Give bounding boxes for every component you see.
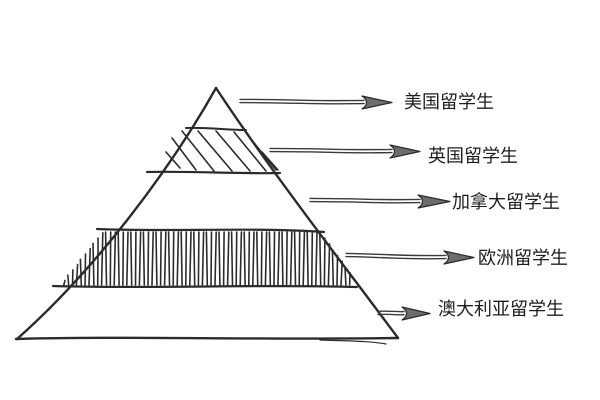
arrow-shaft xyxy=(309,197,421,201)
hatch-line xyxy=(62,279,66,286)
hatch-line xyxy=(189,231,192,286)
hatch-line xyxy=(79,258,83,286)
arrow-head xyxy=(417,194,451,209)
hatch-line xyxy=(327,243,331,286)
tier-label-uk: 英国留学生 xyxy=(428,146,518,167)
hatch-line xyxy=(336,254,339,286)
hatch-line xyxy=(314,231,318,286)
hatch-line xyxy=(302,231,306,286)
tier-bands xyxy=(51,126,359,289)
hatch-line xyxy=(264,231,268,286)
hatch-line xyxy=(255,231,259,286)
tier-label-australia: 澳大利亚留学生 xyxy=(438,299,564,320)
hatch-line xyxy=(104,231,108,286)
arrow-head xyxy=(401,306,431,321)
hatch-line xyxy=(277,231,281,286)
hatch-line xyxy=(310,231,314,286)
hatch-line xyxy=(130,231,133,286)
hatch-line xyxy=(260,231,263,286)
arrow-right-icon xyxy=(239,95,393,110)
tier-label-usa: 美国留学生 xyxy=(404,92,494,113)
hatch-line xyxy=(193,231,196,286)
hatch-line xyxy=(151,231,154,286)
arrow-shaft xyxy=(269,147,393,151)
hatch-line xyxy=(201,231,205,286)
hatch-line xyxy=(138,231,142,286)
hatch-line xyxy=(113,231,117,286)
hatch-line xyxy=(163,231,167,286)
arrow-right-icon xyxy=(377,306,431,321)
arrow-head xyxy=(361,95,393,110)
hatch-line xyxy=(226,231,230,286)
arrow-shaft xyxy=(345,252,447,257)
hatch-line xyxy=(268,231,272,286)
hatch-line xyxy=(252,231,255,286)
hatch-line xyxy=(180,231,183,286)
hatch-line xyxy=(298,231,301,286)
hatch-line xyxy=(248,231,251,286)
hatch-line xyxy=(126,231,129,286)
hatch-line xyxy=(235,231,238,286)
hatch-line xyxy=(293,231,297,286)
hatch-line xyxy=(239,231,243,286)
arrow-shaft xyxy=(239,98,365,102)
hatch-line xyxy=(147,231,150,286)
tier-labels: 美国留学生 英国留学生 加拿大留学生 欧洲留学生 澳大利亚留学生 xyxy=(404,92,568,320)
hatch-line xyxy=(159,231,162,286)
hatch-line xyxy=(218,231,221,286)
arrow-shaft xyxy=(239,101,365,105)
arrow-right-icon xyxy=(309,194,451,209)
arrow-right-icon xyxy=(345,250,475,265)
hatch-line xyxy=(176,231,180,286)
hatch-line xyxy=(323,237,326,286)
hatch-line xyxy=(167,231,171,286)
arrow-head xyxy=(389,144,421,159)
hatch-line xyxy=(285,231,288,286)
hatch-line xyxy=(142,231,146,286)
arrow-shaft xyxy=(377,313,405,316)
hatch-line xyxy=(331,248,335,286)
arrow-shaft xyxy=(269,150,393,154)
arrow-shaft xyxy=(377,310,405,313)
hatch-line xyxy=(281,231,284,286)
hatch-line xyxy=(197,231,200,286)
arrow-right-icon xyxy=(269,144,421,159)
hatch-line xyxy=(344,266,347,286)
arrow-shaft xyxy=(309,200,421,204)
tier-europe-band xyxy=(51,227,359,289)
hatch-line xyxy=(172,231,175,286)
hatch-line xyxy=(230,231,234,286)
tier-label-europe: 欧洲留学生 xyxy=(478,248,568,269)
arrows xyxy=(239,95,475,321)
pyramid-outline xyxy=(14,86,400,345)
hatch-line xyxy=(185,231,188,286)
hatch-line xyxy=(155,231,158,286)
hatch-line xyxy=(318,231,322,286)
arrow-shaft xyxy=(345,255,447,260)
hatch-line xyxy=(75,263,79,286)
arrow-head xyxy=(443,250,475,265)
hatch-line xyxy=(243,231,246,286)
hatch-line xyxy=(273,231,276,286)
hatch-line xyxy=(67,274,70,286)
hatch-line xyxy=(100,232,104,286)
tier-label-canada: 加拿大留学生 xyxy=(452,191,560,213)
tier-europe-vertical-hatch xyxy=(62,231,351,286)
tier-uk-diagonal-hatch xyxy=(165,130,279,172)
hatch-line xyxy=(92,242,95,286)
hatch-line xyxy=(205,231,209,286)
hatch-line xyxy=(306,231,309,286)
hatch-line xyxy=(289,231,293,286)
hatch-line xyxy=(210,231,213,286)
hatch-line xyxy=(214,231,217,286)
hatch-line xyxy=(117,231,120,286)
hatch-line xyxy=(222,231,225,286)
